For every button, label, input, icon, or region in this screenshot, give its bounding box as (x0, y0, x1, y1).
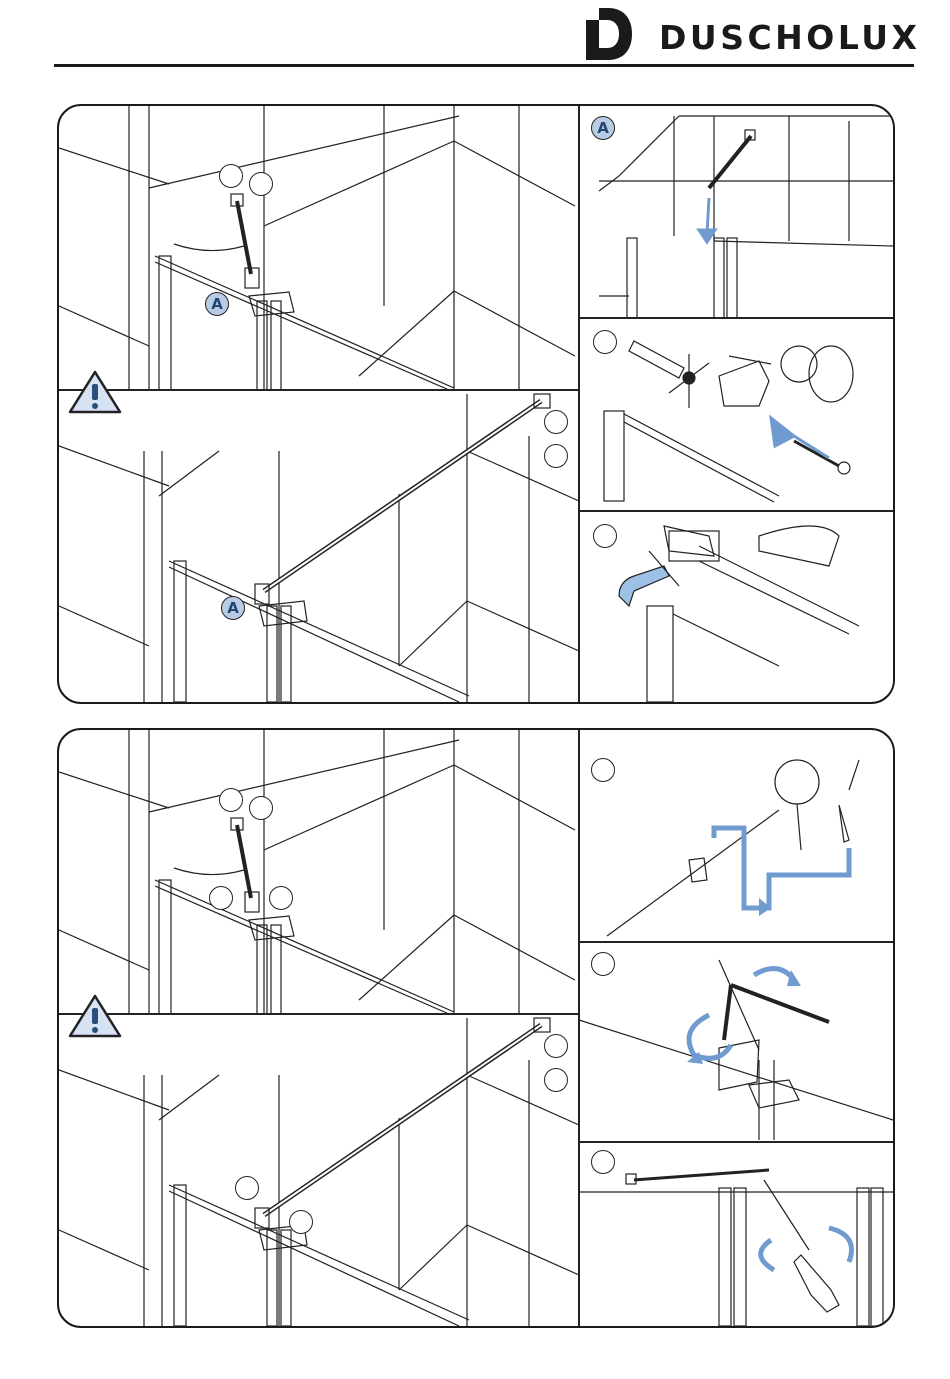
warning-triangle-icon (67, 368, 123, 416)
step-circle (591, 1150, 615, 1174)
step-circle (593, 330, 617, 354)
step-circle (544, 1068, 568, 1092)
step-circle (269, 886, 293, 910)
brand-header: DUSCHOLUX (582, 6, 922, 64)
step-circle (209, 886, 233, 910)
instruction-panel-2 (57, 728, 895, 1328)
step-circle (219, 164, 243, 188)
step-circle (544, 1034, 568, 1058)
instruction-panel-1: A A A (57, 104, 895, 704)
brand-name: DUSCHOLUX (659, 18, 920, 57)
brand-logo-icon (582, 6, 634, 62)
header-rule (54, 64, 914, 67)
panel-1-illustration (59, 106, 893, 702)
step-circle (544, 410, 568, 434)
step-circle (249, 172, 273, 196)
marker-a-2: A (221, 596, 245, 620)
panel-2-illustration (59, 730, 893, 1326)
step-circle (593, 524, 617, 548)
step-circle (235, 1176, 259, 1200)
warning-triangle-icon (67, 992, 123, 1040)
step-circle (249, 796, 273, 820)
step-circle (289, 1210, 313, 1234)
step-circle (591, 758, 615, 782)
step-circle (219, 788, 243, 812)
step-circle (591, 952, 615, 976)
marker-a-1: A (205, 292, 229, 316)
marker-a-3: A (591, 116, 615, 140)
step-circle (544, 444, 568, 468)
